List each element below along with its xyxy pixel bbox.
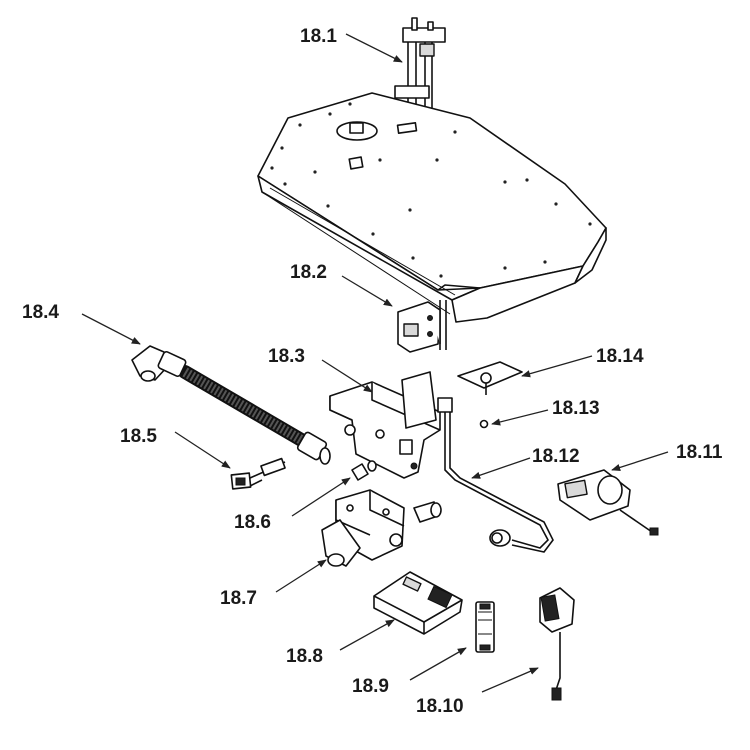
part-switch-harness <box>230 457 286 490</box>
part-gas-valve <box>321 489 442 567</box>
part-pilot-assembly <box>394 17 446 120</box>
callout-18-4: 18.4 <box>22 302 59 323</box>
part-pilot-bracket <box>457 361 523 395</box>
part-washer <box>479 419 489 429</box>
part-flex-gas-line <box>131 345 331 465</box>
arrow-18-3 <box>321 359 373 393</box>
callout-18-3: 18.3 <box>268 346 305 367</box>
arrow-18-12 <box>471 457 531 479</box>
callout-18-2: 18.2 <box>290 262 327 283</box>
arrow-18-7 <box>275 559 327 593</box>
callout-18-11: 18.11 <box>676 442 723 463</box>
callout-labels: 18.1 18.2 18.3 18.4 18.5 18.6 18.7 18.8 … <box>22 26 723 717</box>
part-valve-bracket <box>329 371 453 479</box>
part-fuse-connector <box>475 601 495 653</box>
part-power-adapter <box>539 587 575 701</box>
callout-arrows <box>81 33 669 693</box>
callout-18-8: 18.8 <box>286 646 323 667</box>
arrow-18-13 <box>491 409 549 426</box>
arrow-18-6 <box>291 477 351 517</box>
part-junction-box <box>397 300 447 353</box>
arrow-18-2 <box>341 275 393 307</box>
callout-18-13: 18.13 <box>552 398 600 419</box>
callout-18-12: 18.12 <box>532 446 580 467</box>
arrow-18-14 <box>521 355 593 378</box>
callout-18-14: 18.14 <box>596 346 644 367</box>
part-burner-tray <box>257 92 607 323</box>
part-thermocouple <box>444 412 554 553</box>
arrow-18-10 <box>481 667 539 693</box>
arrow-18-8 <box>339 619 395 651</box>
part-control-module <box>373 571 463 635</box>
arrow-18-11 <box>611 451 669 471</box>
callout-18-10: 18.10 <box>416 696 464 717</box>
part-fitting <box>351 460 377 481</box>
part-receiver <box>557 469 659 536</box>
arrow-18-5 <box>174 431 231 469</box>
callout-18-1: 18.1 <box>300 26 337 47</box>
callout-18-5: 18.5 <box>120 426 157 447</box>
arrow-18-4 <box>81 313 141 345</box>
arrow-18-9 <box>409 647 467 681</box>
callout-18-9: 18.9 <box>352 676 389 697</box>
arrow-18-1 <box>345 33 403 63</box>
callout-18-7: 18.7 <box>220 588 257 609</box>
callout-18-6: 18.6 <box>234 512 271 533</box>
